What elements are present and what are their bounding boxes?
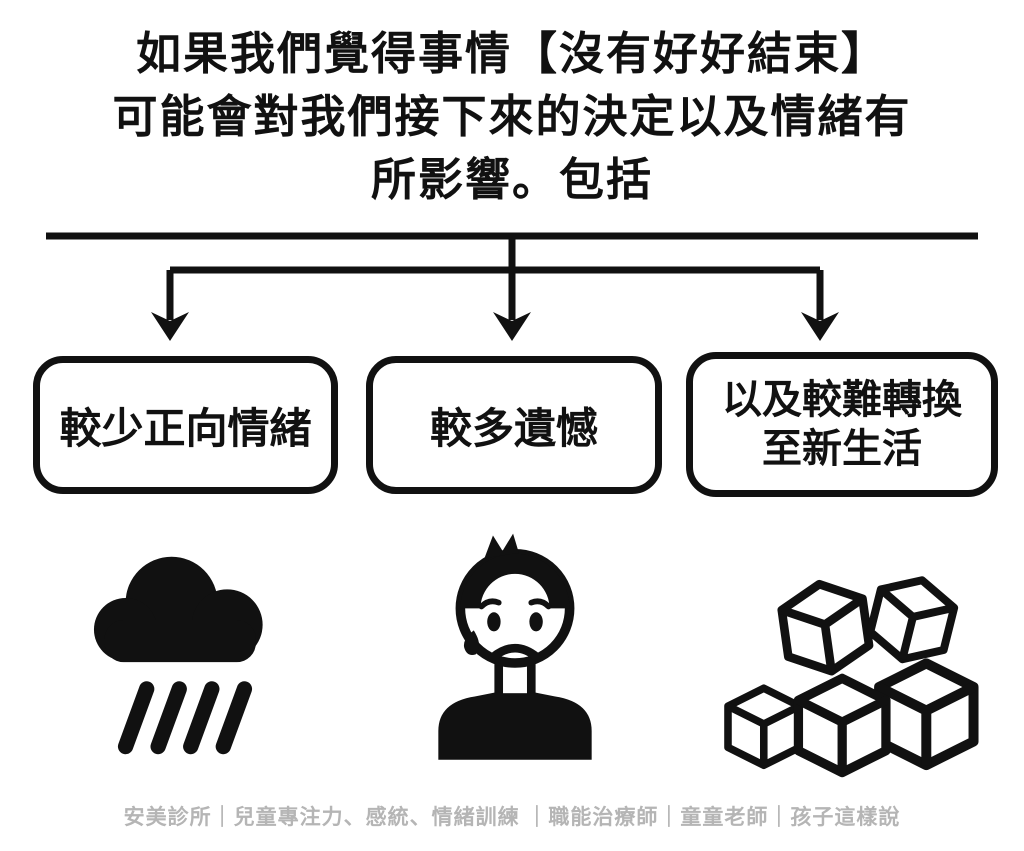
left-eye	[487, 612, 501, 632]
box-harder-transition: 以及較難轉換 至新生活	[686, 352, 998, 497]
title-line-1: 如果我們覺得事情【沒有好好結束】	[135, 28, 888, 79]
hair	[460, 553, 570, 609]
cube-top-right	[866, 571, 959, 668]
connector-lines	[46, 232, 978, 320]
box-more-regret-label: 較多遺憾	[429, 404, 598, 452]
left-eyebrow	[478, 598, 502, 610]
branch-connector-arrows	[46, 232, 978, 341]
box-less-positive-emotion-label: 較少正向情緒	[59, 404, 312, 452]
arrowhead-left	[151, 312, 189, 341]
cube-right	[879, 663, 973, 765]
arrowheads	[151, 312, 839, 341]
cube-top-left	[779, 579, 872, 677]
stacked-boxes-icon	[712, 550, 980, 789]
title-line-3: 所影響。包括	[370, 154, 653, 205]
box-harder-transition-label: 以及較難轉換 至新生活	[722, 377, 962, 471]
right-eyebrow	[528, 598, 552, 610]
box-less-positive-emotion: 較少正向情緒	[33, 356, 338, 494]
cube-bottom-left	[728, 688, 800, 765]
arrowhead-right	[801, 312, 839, 341]
title-line-2: 可能會對我們接下來的決定以及情緒有	[112, 91, 912, 142]
footer-credit: 安美診所｜兒童專注力、感統、情緒訓練 ｜職能治療師｜童童老師｜孩子這樣說	[123, 806, 901, 829]
right-eye	[529, 612, 543, 632]
page-title: 如果我們覺得事情【沒有好好結束】 可能會對我們接下來的決定以及情緒有 所影響。包…	[0, 22, 1024, 211]
rain-cloud-icon	[93, 556, 263, 755]
cube-bottom-middle	[798, 678, 885, 772]
arrowhead-center	[493, 312, 531, 341]
hair-tuft	[484, 533, 519, 559]
frown-mouth	[488, 643, 542, 662]
sad-person-icon	[438, 533, 592, 760]
cloud-shape	[93, 556, 263, 663]
tear-drop	[463, 630, 480, 656]
rain-drops	[117, 681, 253, 755]
shoulders	[438, 691, 592, 760]
box-more-regret: 較多遺憾	[366, 356, 662, 494]
